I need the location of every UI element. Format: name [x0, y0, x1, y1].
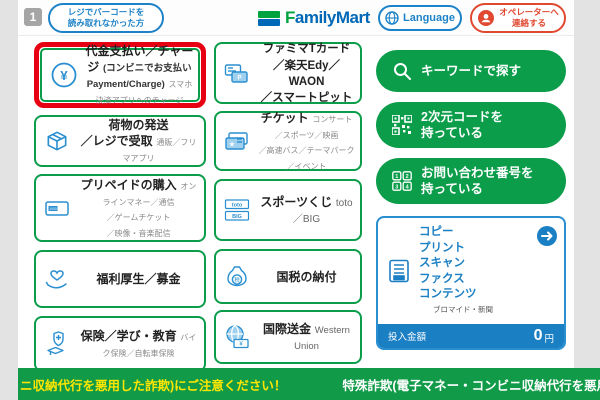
globe-icon [385, 11, 399, 25]
copier-icon [386, 227, 412, 315]
menu-subtitle: 通販／フリマアプリ [122, 138, 197, 164]
familymart-logo: FamilyMart [258, 8, 370, 28]
menu-title: 国税の納付 [276, 269, 337, 284]
fraud-warning-ticker: ニ収納代行を悪用した詐欺)にご注意ください！ 特殊詐欺(電子マネー・コンビニ収納… [18, 368, 600, 400]
step-badge: 1 [24, 8, 42, 26]
operator-label: オペレーターへ 連絡する [499, 7, 559, 28]
menu-famima-tcard-button[interactable]: P ファミマTカード ／楽天Edy／WAON ／スマートピット [214, 42, 362, 104]
copy-service-item: ファクス [419, 272, 465, 285]
header: 1 レジでバーコードを 読み取れなかった方 FamilyMart Languag… [18, 0, 574, 36]
menu-prepaid-button[interactable]: 1000 プリペイドの購入 オンラインマネー／通信 ／ゲームチケット ／映像・音… [34, 174, 206, 242]
svg-text:★: ★ [229, 141, 235, 149]
menu-subtitle: オンラインマネー／通信 ／ゲームチケット ／映像・音楽配信 [102, 181, 197, 238]
menu-subtitle: コンサート／スポーツ／映画 ／高速バス／テーマパーク ／イベント [258, 114, 355, 171]
menu-payment-charge-button[interactable]: ¥ 代金支払い／チャージ (コンビニでお支払い Payment/Charge) … [40, 44, 200, 106]
copy-service-item: コピー [419, 226, 454, 238]
copy-service-list: コピー プリント スキャン ファクス コンテンツ ブロマイド・新聞 [419, 225, 529, 315]
svg-text:3: 3 [395, 184, 398, 190]
menu-title: 国際送金 [263, 321, 312, 336]
operator-button[interactable]: オペレーターへ 連絡する [470, 3, 566, 33]
menu-title: 荷物の発送 ／レジで受取 [80, 118, 169, 149]
globe-money-icon: ¥ [224, 324, 250, 350]
menu-ticket-button[interactable]: ★ チケット コンサート／スポーツ／映画 ／高速バス／テーマパーク ／イベント [214, 111, 362, 171]
menu-title: プリペイドの購入 [80, 177, 177, 192]
inquiry-number-label: お問い合わせ番号を 持っている [421, 165, 534, 196]
svg-text:¥: ¥ [239, 342, 243, 348]
copy-service-item: プリント [419, 241, 465, 254]
left-bezel [0, 0, 18, 400]
qr-code-button[interactable]: 2次元コードを 持っている [376, 102, 566, 148]
search-icon [392, 61, 412, 81]
inserted-amount-label: 投入金額 [388, 332, 427, 343]
operator-icon [477, 9, 495, 27]
inquiry-number-button[interactable]: 1 2 3 4 お問い合わせ番号を 持っている [376, 158, 566, 204]
copy-service-item: コンテンツ [419, 288, 477, 301]
menu-column-left: ¥ 代金支払い／チャージ (コンビニでお支払い Payment/Charge) … [34, 42, 206, 372]
inserted-amount-bar: 投入金額 0 円 [378, 324, 564, 348]
copy-service-item: スキャン [419, 257, 465, 270]
menu-subtitle: toto／BIG [292, 198, 353, 225]
menu-note: (コンビニでお支払い Payment/Charge) [86, 63, 192, 91]
familymart-flag-icon [258, 10, 280, 26]
language-button[interactable]: Language [378, 5, 462, 31]
inserted-amount-value: 0 [533, 327, 543, 344]
qr-code-label: 2次元コードを 持っている [421, 109, 503, 140]
inserted-amount-unit: 円 [544, 334, 554, 345]
prepaid-card-icon: 1000 [44, 195, 70, 221]
menu-title: スポーツくじ [260, 195, 333, 209]
action-column-right: キーワードで探す 2次元コードを 持っている 1 2 3 4 お問い合わせ番号を 持っ… [376, 44, 566, 350]
svg-text:¥: ¥ [60, 68, 68, 83]
copy-service-note: ブロマイド・新聞 [433, 304, 493, 314]
menu-national-tax-button[interactable]: 税 国税の納付 [214, 249, 362, 304]
menu-international-remittance-button[interactable]: ¥ 国際送金 Western Union [214, 310, 362, 364]
menu-subtitle: Western Union [294, 324, 350, 352]
menu-subtitle: スマホ決済アプリへのチャージ [95, 80, 193, 106]
menu-subtitle: バイク保険／自転車保険 [102, 333, 197, 359]
svg-text:2: 2 [406, 174, 409, 180]
cards-icon: P [224, 60, 250, 86]
menu-title: ファミマTカード ／楽天Edy／WAON ／スマートピット [260, 43, 353, 105]
package-icon [44, 128, 70, 154]
svg-text:税: 税 [234, 276, 240, 284]
svg-text:1000: 1000 [49, 207, 57, 211]
ticker-message-text: 特殊詐欺(電子マネー・コンビニ収納代行を悪用した詐欺) [342, 378, 600, 393]
svg-text:toto: toto [232, 203, 243, 209]
menu-insurance-education-button[interactable]: 保険／学び・教育 バイク保険／自転車保険 [34, 316, 206, 372]
menu-column-middle: P ファミマTカード ／楽天Edy／WAON ／スマートピット ★ チケット コ… [214, 42, 362, 364]
arrow-right-icon[interactable] [536, 225, 558, 315]
menu-parcel-button[interactable]: 荷物の発送 ／レジで受取 通販／フリマアプリ [34, 115, 206, 167]
svg-text:1: 1 [395, 174, 398, 180]
right-bezel [574, 0, 600, 368]
qr-code-icon [392, 115, 412, 135]
menu-title: チケット [260, 110, 309, 125]
svg-text:P: P [237, 76, 241, 82]
familymart-logo-text: FamilyMart [285, 8, 370, 27]
ticker-warning-text: ニ収納代行を悪用した詐欺)にご注意ください！ [20, 378, 287, 393]
svg-text:4: 4 [406, 184, 410, 190]
number-pad-icon: 1 2 3 4 [392, 171, 412, 191]
hand-heart-icon [44, 266, 70, 292]
keyword-search-label: キーワードで探す [421, 63, 522, 78]
shield-education-icon [44, 331, 70, 357]
main-menu: ¥ 代金支払い／チャージ (コンビニでお支払い Payment/Charge) … [18, 36, 574, 372]
barcode-help-button[interactable]: レジでバーコードを 読み取れなかった方 [48, 3, 164, 33]
menu-title: 代金支払い／チャージ [85, 44, 194, 75]
language-label: Language [403, 12, 455, 24]
menu-title: 福利厚生／募金 [96, 272, 181, 286]
highlight-frame: ¥ 代金支払い／チャージ (コンビニでお支払い Payment/Charge) … [34, 42, 206, 108]
yen-circle-icon: ¥ [50, 61, 78, 89]
svg-text:BIG: BIG [232, 214, 242, 220]
copy-print-panel[interactable]: コピー プリント スキャン ファクス コンテンツ ブロマイド・新聞 投入金額 0… [376, 216, 566, 350]
tax-bag-icon: 税 [224, 264, 250, 290]
menu-title: 保険／学び・教育 [80, 329, 177, 344]
barcode-help-label: レジでバーコードを 読み取れなかった方 [67, 7, 145, 28]
menu-welfare-donation-button[interactable]: 福利厚生／募金 [34, 250, 206, 308]
keyword-search-button[interactable]: キーワードで探す [376, 50, 566, 92]
ticket-icon: ★ [224, 128, 250, 154]
